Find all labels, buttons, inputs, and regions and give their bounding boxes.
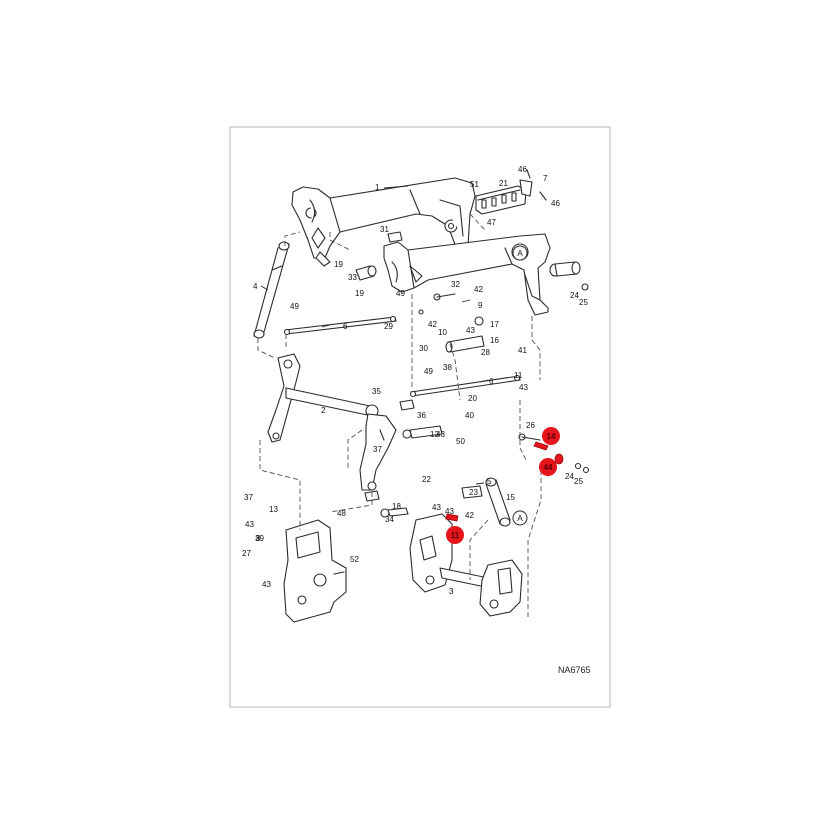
callout-10: 10	[438, 328, 447, 337]
callout-24: 24	[565, 472, 574, 481]
callout-43: 43	[466, 326, 475, 335]
reference-marker-label: A	[517, 249, 523, 258]
callout-31: 31	[380, 225, 389, 234]
callout-43: 43	[445, 507, 454, 516]
sleeve-16	[445, 335, 485, 353]
callout-12: 12	[430, 430, 439, 439]
callout-33: 33	[348, 273, 357, 282]
reference-markers: AA	[512, 245, 528, 526]
callout-18: 18	[392, 502, 401, 511]
callout-49: 49	[290, 302, 299, 311]
highlight-callout-44-badge[interactable]	[539, 458, 557, 476]
callout-3: 3	[449, 587, 454, 596]
callout-6: 6	[343, 322, 348, 331]
callout-47: 47	[487, 218, 496, 227]
callout-42: 42	[465, 511, 474, 520]
callout-36: 36	[417, 411, 426, 420]
callout-43: 43	[436, 430, 445, 439]
callout-5: 5	[487, 477, 492, 486]
callout-13: 13	[269, 505, 278, 514]
callout-27: 27	[242, 549, 251, 558]
callout-26: 26	[526, 421, 535, 430]
callout-49: 49	[424, 367, 433, 376]
callout-35: 35	[372, 387, 381, 396]
attach-frame-3	[409, 513, 523, 617]
callout-42: 42	[474, 285, 483, 294]
callout-38: 38	[443, 363, 452, 372]
callout-11: 11	[514, 371, 523, 380]
bracket-assembly-51	[475, 169, 547, 215]
highlight-callout-11[interactable]: 11	[451, 531, 460, 540]
callout-21: 21	[499, 179, 508, 188]
rod-lower-6	[409, 374, 521, 398]
callout-43: 43	[432, 503, 441, 512]
callout-37: 37	[373, 445, 382, 454]
callout-42: 42	[428, 320, 437, 329]
callout-39: 39	[255, 534, 264, 543]
callout-8: 8	[256, 534, 261, 543]
callout-22: 22	[422, 475, 431, 484]
callout-50: 50	[456, 437, 465, 446]
highlighted-parts	[445, 441, 564, 522]
callout-34: 34	[385, 515, 394, 524]
drawing-code: NA6765	[558, 665, 591, 675]
rod-upper-6	[283, 315, 397, 336]
callout-37: 37	[244, 493, 253, 502]
cross-tube-frame-2	[267, 353, 397, 491]
callout-49: 49	[396, 289, 405, 298]
callout-2: 2	[321, 406, 326, 415]
highlight-callout-14-badge[interactable]	[542, 427, 560, 445]
callout-9: 9	[478, 301, 483, 310]
callout-32: 32	[451, 280, 460, 289]
callout-19: 19	[355, 289, 364, 298]
side-plate-52	[283, 519, 347, 623]
highlight-callout-11-badge[interactable]	[446, 526, 464, 544]
reference-marker-circle	[512, 245, 528, 261]
callout-19: 19	[334, 260, 343, 269]
callout-labels: 1234566789101112131516171819192021222324…	[242, 165, 588, 596]
callout-43: 43	[245, 520, 254, 529]
callout-43: 43	[519, 383, 528, 392]
callout-7: 7	[543, 174, 548, 183]
lift-cylinder-left	[253, 241, 290, 339]
callout-43: 43	[262, 580, 271, 589]
callout-16: 16	[490, 336, 499, 345]
loader-arm-rear	[291, 177, 476, 267]
loader-arm-front	[383, 233, 551, 316]
callout-52: 52	[350, 555, 359, 564]
callout-20: 20	[468, 394, 477, 403]
reference-marker-circle	[512, 510, 528, 526]
callout-1: 1	[375, 183, 380, 192]
highlight-callout-44[interactable]: 44	[544, 463, 553, 472]
callout-46: 46	[551, 199, 560, 208]
leader-ticks	[260, 185, 489, 485]
dashed-leaders	[257, 213, 542, 620]
callout-23: 23	[469, 488, 478, 497]
callout-15: 15	[506, 493, 515, 502]
callout-25: 25	[574, 477, 583, 486]
callout-46: 46	[518, 165, 527, 174]
callout-40: 40	[465, 411, 474, 420]
callout-51: 51	[470, 180, 479, 189]
callout-28: 28	[481, 348, 490, 357]
callout-29: 29	[384, 322, 393, 331]
tilt-cylinder-5	[461, 477, 511, 527]
callout-41: 41	[518, 346, 527, 355]
highlight-callouts: 14 44 11	[446, 427, 560, 544]
callout-30: 30	[419, 344, 428, 353]
sheet-border	[229, 126, 611, 708]
callout-4: 4	[253, 282, 258, 291]
callout-24: 24	[570, 291, 579, 300]
callout-17: 17	[490, 320, 499, 329]
callout-48: 48	[337, 509, 346, 518]
callout-25: 25	[579, 298, 588, 307]
hardware-bushings	[355, 231, 590, 518]
callout-6: 6	[489, 377, 494, 386]
reference-marker-label: A	[517, 514, 523, 523]
highlight-callout-14[interactable]: 14	[547, 432, 556, 441]
